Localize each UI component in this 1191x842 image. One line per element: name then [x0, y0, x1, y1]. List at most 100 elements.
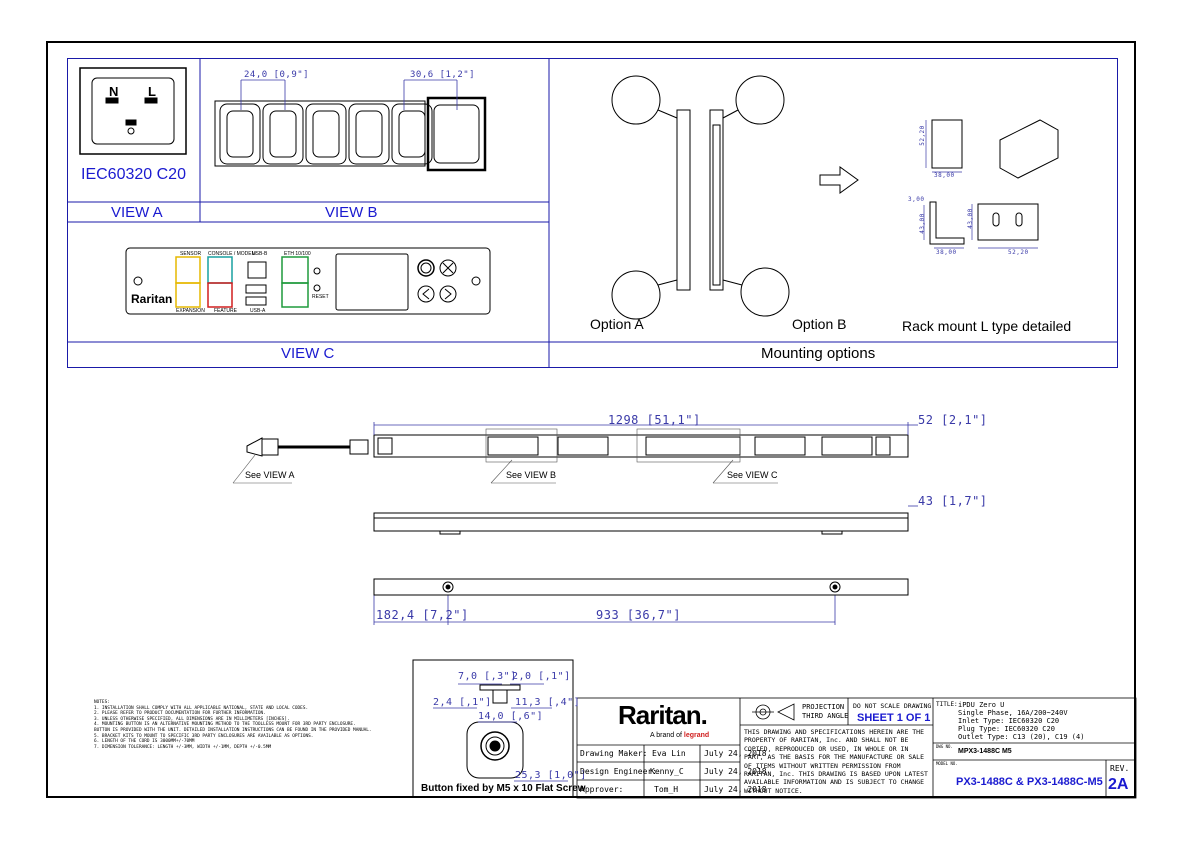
notes-title: NOTES:: [94, 700, 110, 705]
see-view-a-callout: See VIEW A: [245, 470, 295, 480]
dim-bracket-h1: 52,20: [918, 125, 926, 146]
dim-bracket-t: 3,00: [908, 196, 925, 203]
projection-label-2: THIRD ANGLE: [802, 712, 849, 720]
row-role-2: Approver:: [580, 785, 624, 794]
panel-usbb-label: USB-B: [252, 251, 268, 257]
dim-bracket-w2: 38,00: [936, 249, 957, 256]
notes-line: 7. DIMENSION TOLERANCE: LENGTH +/-3MM, W…: [94, 744, 272, 750]
dim-btn-d: 11,3 [,4"]: [515, 697, 581, 708]
panel-feature-label: FEATURE: [214, 308, 237, 314]
option-b-label: Option B: [792, 316, 847, 332]
dim-bracket-w3: 52,20: [1008, 249, 1029, 256]
arrow-icon: [819, 166, 859, 194]
view-b-label: VIEW B: [325, 204, 378, 221]
dim-width: 52 [2,1"]: [918, 413, 988, 427]
see-view-b-callout: See VIEW B: [506, 470, 557, 480]
notes-line: 2. PLEASE REFER TO PRODUCT DOCUMENTATION…: [94, 711, 266, 717]
rev-label: REV.: [1110, 764, 1130, 773]
view-a-label: VIEW A: [111, 204, 163, 221]
mounting-options-label: Mounting options: [761, 345, 876, 362]
panel-expansion-label: EXPANSION: [176, 308, 205, 314]
row-date-1: July 24, 2018: [704, 767, 767, 776]
title-block-grid: [576, 697, 1137, 799]
row-role-1: Design Engineer:: [580, 767, 658, 776]
notes-line: 3. UNLESS OTHERWISE SPECIFIED, ALL DIMEN…: [94, 716, 290, 722]
dim-bracket-h3: 43,00: [966, 208, 974, 229]
notes-line: 1. INSTALLATION SHALL COMPLY WITH ALL AP…: [94, 705, 309, 711]
plug-l-label: L: [148, 84, 156, 99]
raritan-logo: Raritan.: [618, 700, 708, 730]
view-a-inlet-drawing: [79, 67, 187, 155]
row-name-0: Eva Lin: [652, 749, 686, 758]
dim-depth: 43 [1,7"]: [918, 494, 988, 508]
button-detail-box: [412, 659, 574, 798]
row-name-1: Kenny_C: [650, 767, 684, 776]
rack-mount-label: Rack mount L type detailed: [902, 318, 1072, 334]
row-name-2: Tom_H: [654, 785, 679, 794]
row-date-2: July 24, 2018: [704, 785, 767, 794]
dim-bracket-w1: 38,00: [934, 172, 955, 179]
view-c-label: VIEW C: [281, 345, 335, 362]
panel-console-label: CONSOLE / MODEM: [208, 251, 256, 257]
panel-sensor-label: SENSOR: [180, 251, 202, 257]
title-line: Outlet Type: C13 (20), C19 (4): [958, 733, 1085, 741]
projection-label-1: PROJECTION: [802, 703, 845, 711]
dim-mount-span: 933 [36,7"]: [596, 608, 681, 622]
dim-length: 1298 [51,1"]: [608, 413, 701, 427]
notes-line: BUTTON IS PROVIDED WITH THE UNIT. DETAIL…: [94, 727, 372, 733]
row-role-0: Drawing Maker:: [580, 749, 648, 758]
title-line: Single Phase, 16A/200~240V: [958, 709, 1068, 717]
plug-n-label: N: [109, 84, 119, 99]
dim-btn-c: 2,4 [,1"]: [433, 697, 492, 708]
model-label: MODEL NO.: [936, 761, 958, 766]
dim-btn-e: 14,0 [,6"]: [478, 711, 544, 722]
mounting-option-b-drawing: [722, 75, 790, 317]
l-bracket-drawings: [929, 119, 1059, 245]
pdu-side-view: [373, 512, 909, 535]
view-b-outlets-drawing: [214, 96, 487, 172]
sheet-label: SHEET 1 OF 1: [857, 712, 931, 724]
panel-brand: Raritan: [131, 292, 173, 306]
dim-bracket-h2: 43,00: [918, 213, 926, 234]
view-c-panel-drawing: [125, 247, 491, 315]
title-line: Plug Type: IEC60320 C20: [958, 725, 1055, 733]
dim-btn-a: 7,0 [,3"]: [458, 671, 517, 682]
notes-line: 5. BRACKET KITS TO MOUNT TO SPECIFIC 3RD…: [94, 733, 314, 739]
panel-usba-label: USB-A: [250, 308, 266, 314]
iec-label: IEC60320 C20: [81, 166, 186, 183]
dwg-number: MPX3-1488C M5: [958, 748, 1012, 755]
do-not-scale: DO NOT SCALE DRAWING: [853, 702, 932, 710]
dwg-label: DWG NO.: [936, 744, 953, 749]
mounting-option-a-drawing: [611, 75, 724, 320]
dim-btn-b: 2,0 [,1"]: [512, 671, 571, 682]
views-panel: [67, 58, 1118, 368]
panel-reset-label: RESET: [312, 294, 329, 300]
dim-view-b-right: 30,6 [1,2"]: [410, 70, 476, 80]
legal-notice: THIS DRAWING AND SPECIFICATIONS HEREIN A…: [744, 728, 928, 795]
option-a-label: Option A: [590, 316, 644, 332]
drawing-frame: [46, 41, 1136, 798]
pdu-front-view: [246, 434, 909, 458]
dim-btn-f: 25,3 [1,0"]: [515, 770, 587, 781]
dim-view-b-left: 24,0 [0,9"]: [244, 70, 310, 80]
rev-value: 2A: [1108, 776, 1129, 793]
title-label: TITLE:: [936, 701, 958, 708]
title-lines: iPDU Zero U Single Phase, 16A/200~240V I…: [958, 701, 1084, 741]
dim-mount-offset: 182,4 [7,2"]: [376, 608, 469, 622]
notes-line: 4. MOUNTING BUTTON IS AN ALTERNATIVE MOU…: [94, 722, 356, 728]
tagline-text: A brand of: [650, 732, 682, 739]
notes-block: NOTES: 1. INSTALLATION SHALL COMPLY WITH…: [94, 700, 414, 750]
notes-line: 6. LENGTH OF THE CORD IS 3000MM+/-70MM: [94, 739, 195, 745]
logo-tagline: A brand of legrand: [650, 732, 709, 739]
model-number: PX3-1488C & PX3-1488C-M5: [956, 776, 1103, 788]
pdu-rear-view: [373, 578, 909, 596]
title-line: iPDU Zero U: [958, 701, 1005, 709]
panel-eth-label: ETH 10/100: [284, 251, 311, 257]
legrand-text: legrand: [683, 732, 710, 739]
title-line: Inlet Type: IEC60320 C20: [958, 717, 1060, 725]
row-date-0: July 24, 2018: [704, 749, 767, 758]
outlet-dots-strip: [712, 124, 721, 286]
see-view-c-callout: See VIEW C: [727, 470, 778, 480]
button-note: Button fixed by M5 x 10 Flat Screw: [421, 783, 586, 794]
